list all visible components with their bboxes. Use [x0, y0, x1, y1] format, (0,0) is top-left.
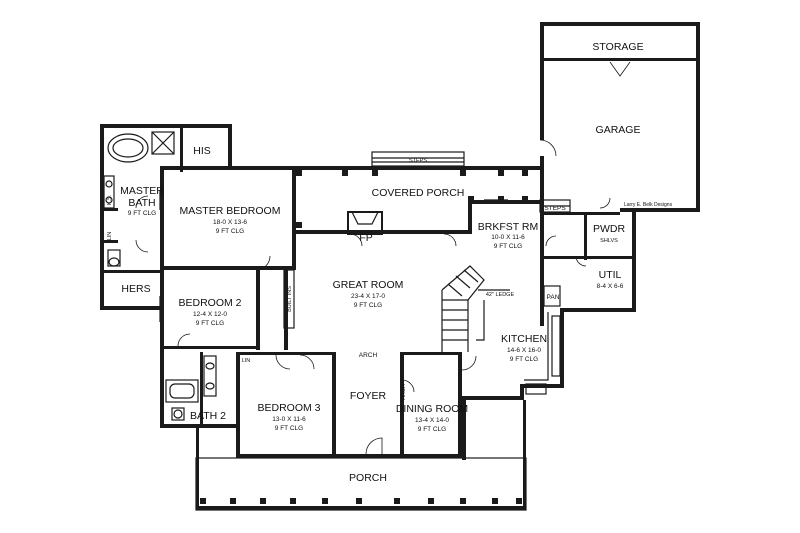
- side-steps: [539, 199, 571, 213]
- front-porch: [195, 400, 527, 511]
- covered-porch-details: [296, 151, 528, 235]
- breakfast-room-ceiling: 9 FT CLG: [494, 243, 522, 250]
- breakfast-room-label: BRKFST RM: [478, 221, 538, 233]
- master-bath-label-line2: BATH: [128, 197, 155, 209]
- credit-text: Larry E. Belk Designs: [624, 202, 673, 208]
- ledge-label: 42" LEDGE: [486, 292, 515, 298]
- ks-label: K.S.: [107, 194, 113, 205]
- west-walls: [160, 270, 462, 458]
- lin-hall-label: LIN: [242, 358, 251, 364]
- master-bedroom-dims: 18-0 X 13-6: [213, 219, 247, 226]
- shelves-label: SHLVS: [600, 238, 618, 244]
- dining-room-dims: 13-4 X 14-0: [415, 417, 449, 424]
- fireplace-label: FP: [359, 232, 372, 244]
- bedroom3-dims: 13-0 X 11-6: [272, 416, 306, 423]
- bedroom2-dims: 12-4 X 12-0: [193, 311, 227, 318]
- great-room-ceiling: 9 FT CLG: [354, 302, 382, 309]
- storage-label: STORAGE: [592, 41, 643, 53]
- utility-label: UTIL: [599, 269, 622, 281]
- his-closet-label: HIS: [193, 145, 211, 157]
- bedroom2-label: BEDROOM 2: [178, 297, 241, 309]
- master-bath-label-line1: MASTER: [120, 185, 164, 197]
- hers-closet-label: HERS: [121, 283, 150, 295]
- master-bath-fixtures: [103, 131, 175, 267]
- bath2-label: BATH 2: [190, 410, 226, 422]
- kitchen-counters: [476, 285, 561, 395]
- powder-room-label: PWDR: [593, 223, 625, 235]
- kitchen-label: KITCHEN: [501, 333, 547, 345]
- main-walls: [292, 166, 636, 460]
- garage-label: GARAGE: [596, 124, 641, 136]
- arch-side-label: ARCH: [401, 384, 407, 400]
- dining-room-label: DINING ROOM: [396, 403, 468, 415]
- great-room-dims: 23-4 X 17-0: [351, 293, 385, 300]
- master-suite-walls: [100, 124, 295, 310]
- staircase: [441, 265, 510, 352]
- arch-top-label: ARCH: [359, 352, 378, 359]
- dining-room-ceiling: 9 FT CLG: [418, 426, 446, 433]
- master-bedroom-ceiling: 9 FT CLG: [216, 228, 244, 235]
- master-bath-ceiling: 9 FT CLG: [128, 210, 156, 217]
- kitchen-ceiling: 9 FT CLG: [510, 356, 538, 363]
- bath2-fixtures: [165, 355, 217, 421]
- windows: [159, 126, 563, 456]
- door-swings: [135, 61, 631, 455]
- breakfast-room-dims: 10-0 X 11-6: [491, 234, 525, 241]
- master-bedroom-label: MASTER BEDROOM: [180, 205, 281, 217]
- utility-dims: 8-4 X 6-6: [597, 283, 624, 290]
- steps-top-label: STEPS: [409, 158, 427, 164]
- kitchen-dims: 14-6 X 16-0: [507, 347, 541, 354]
- foyer-label: FOYER: [350, 390, 387, 402]
- lin-bath-label: LIN: [107, 232, 113, 241]
- bedroom2-ceiling: 9 FT CLG: [196, 320, 224, 327]
- bedroom3-ceiling: 9 FT CLG: [275, 425, 303, 432]
- porch-label: PORCH: [349, 472, 387, 484]
- built-ins-cabinet: [283, 269, 295, 329]
- covered-porch-label: COVERED PORCH: [372, 187, 465, 199]
- bedroom3-label: BEDROOM 3: [257, 402, 320, 414]
- pantry-label: PAN: [547, 294, 560, 301]
- steps-side-label: STEPS: [544, 205, 566, 212]
- great-room-label: GREAT ROOM: [333, 279, 404, 291]
- built-ins-label: BUILT INS: [287, 286, 293, 312]
